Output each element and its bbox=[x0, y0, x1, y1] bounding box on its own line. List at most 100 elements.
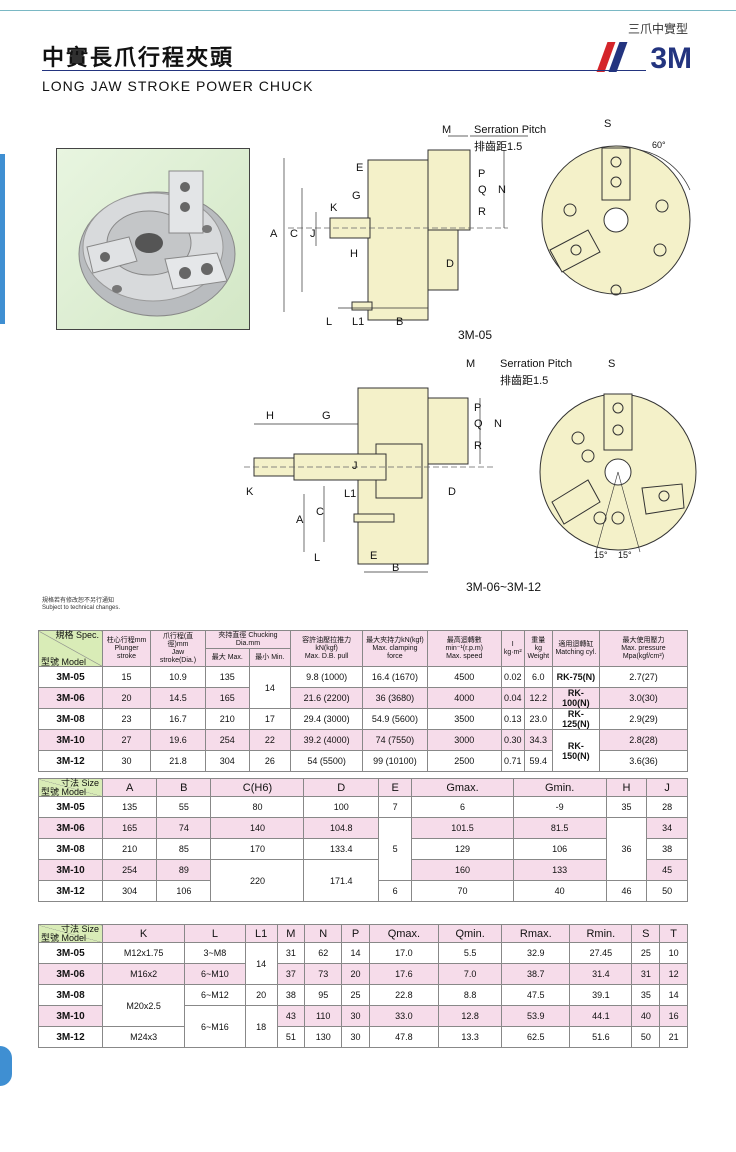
table-cell: 3M-08 bbox=[38, 984, 103, 1006]
series-label: 三爪中實型 bbox=[627, 22, 688, 36]
table-cell: B bbox=[156, 778, 212, 797]
drawing-3m06-front bbox=[524, 368, 704, 562]
d1-label-e: E bbox=[356, 162, 364, 174]
d1-serration-en: Serration Pitch bbox=[474, 124, 547, 136]
table-cell: 0.30 bbox=[500, 729, 525, 751]
title-underline bbox=[42, 70, 646, 71]
table-cell: 0.04 bbox=[500, 687, 525, 709]
product-photo bbox=[56, 148, 250, 330]
d2-label-b: B bbox=[392, 562, 400, 574]
table-cell: Gmin. bbox=[512, 778, 607, 797]
table-cell: 18 bbox=[244, 1005, 278, 1048]
table-cell: 165 bbox=[101, 817, 158, 839]
table-cell: 38.7 bbox=[501, 963, 571, 985]
table-cell: M24x3 bbox=[101, 1026, 186, 1048]
table-cell: 73 bbox=[304, 963, 343, 985]
table-cell: 95 bbox=[304, 984, 343, 1006]
table-cell: 19.6 bbox=[150, 729, 206, 751]
d2-label-a: A bbox=[296, 514, 304, 526]
table-cell: 110 bbox=[304, 1005, 343, 1027]
d2-serration-en: Serration Pitch bbox=[500, 358, 573, 370]
table-cell: P bbox=[341, 924, 370, 943]
table-cell: RK-100(N) bbox=[551, 687, 600, 709]
table-cell: 3M-08 bbox=[38, 838, 103, 860]
d1-label-q: Q bbox=[478, 184, 487, 196]
d2-label-d: D bbox=[448, 486, 456, 498]
spec-corner-cell: 規格 Spec.型號 Model bbox=[38, 630, 103, 667]
th-pull: 容許油壓拉推力kN(kgf)Max. D.B. pull bbox=[290, 630, 364, 667]
change-notice: 規格若有修改恕不另行通知 Subject to technical change… bbox=[42, 598, 120, 612]
table-cell: 17.6 bbox=[368, 963, 439, 985]
table-cell: 40 bbox=[512, 880, 607, 902]
table-cell: E bbox=[377, 778, 413, 797]
table-cell: 14 bbox=[244, 942, 278, 985]
table-cell: 38 bbox=[646, 838, 688, 860]
th-chucking: 夾持直徑 Chucking Dia.mm bbox=[204, 630, 292, 649]
table-cell: C(H6) bbox=[210, 778, 305, 797]
table-cell: 85 bbox=[156, 838, 212, 860]
page-title-cn: 中實長爪行程夾頭 bbox=[42, 46, 235, 71]
d2-label-m: M bbox=[466, 358, 476, 370]
table-cell: H bbox=[605, 778, 648, 797]
table-cell: 36 (3680) bbox=[362, 687, 428, 709]
table-cell: 32.9 bbox=[501, 942, 571, 964]
table-cell: 27 bbox=[101, 729, 152, 751]
table-cell: 36 bbox=[605, 817, 648, 881]
table-cell: 51.6 bbox=[569, 1026, 633, 1048]
d1-label-n: N bbox=[498, 184, 506, 196]
d2-label-p: P bbox=[474, 402, 482, 414]
table-cell: 39.1 bbox=[569, 984, 633, 1006]
table-cell: 100 bbox=[303, 796, 379, 818]
d2-label-e: E bbox=[370, 550, 378, 562]
page-title-en: LONG JAW STROKE POWER CHUCK bbox=[42, 78, 314, 94]
th-chuck-min: 最小 Min. bbox=[248, 648, 292, 667]
table-cell: 165 bbox=[204, 687, 250, 709]
d2-label-h: H bbox=[266, 410, 274, 422]
table-cell: 3M-06 bbox=[38, 963, 103, 985]
d1-label-c: C bbox=[290, 228, 298, 240]
left-accent-bar bbox=[0, 154, 5, 324]
table-cell: 104.8 bbox=[303, 817, 379, 839]
table-cell: 34.3 bbox=[523, 729, 553, 751]
table-cell: 6~M10 bbox=[184, 963, 246, 985]
table-cell: 304 bbox=[101, 880, 158, 902]
table-cell: RK-125(N) bbox=[551, 708, 600, 730]
table-cell: 2.8(28) bbox=[598, 729, 689, 751]
d2-label-n: N bbox=[494, 418, 502, 430]
table-cell: 6.0 bbox=[523, 666, 553, 688]
th-clamp: 最大夾持力kN(kgf)Max. clamping force bbox=[362, 630, 428, 667]
table-cell: 106 bbox=[156, 880, 212, 902]
table-cell: Qmax. bbox=[368, 924, 439, 943]
table-cell: 129 bbox=[411, 838, 514, 860]
table-cell: 74 bbox=[156, 817, 212, 839]
table-cell: 44.1 bbox=[569, 1005, 633, 1027]
table-cell: 3~M8 bbox=[184, 942, 246, 964]
table-cell: A bbox=[101, 778, 158, 797]
table-cell: D bbox=[303, 778, 379, 797]
table-cell: 70 bbox=[411, 880, 514, 902]
table-cell: 14 bbox=[341, 942, 370, 964]
page-tab-marker bbox=[0, 1046, 12, 1086]
chuck-photo-illustration bbox=[78, 170, 236, 317]
table-cell: 62.5 bbox=[501, 1026, 571, 1048]
table-cell: 8.8 bbox=[437, 984, 503, 1006]
table-cell: N bbox=[304, 924, 343, 943]
d1-serration-cn: 排齒距1.5 bbox=[474, 141, 523, 153]
table-cell: 3.0(30) bbox=[598, 687, 689, 709]
table-cell: 3M-12 bbox=[38, 1026, 103, 1048]
table-cell: 14 bbox=[248, 666, 292, 709]
table-cell: 30 bbox=[341, 1026, 370, 1048]
d2-label-j: J bbox=[352, 460, 358, 472]
d2-label-q: Q bbox=[474, 418, 483, 430]
table-cell: 7.0 bbox=[437, 963, 503, 985]
